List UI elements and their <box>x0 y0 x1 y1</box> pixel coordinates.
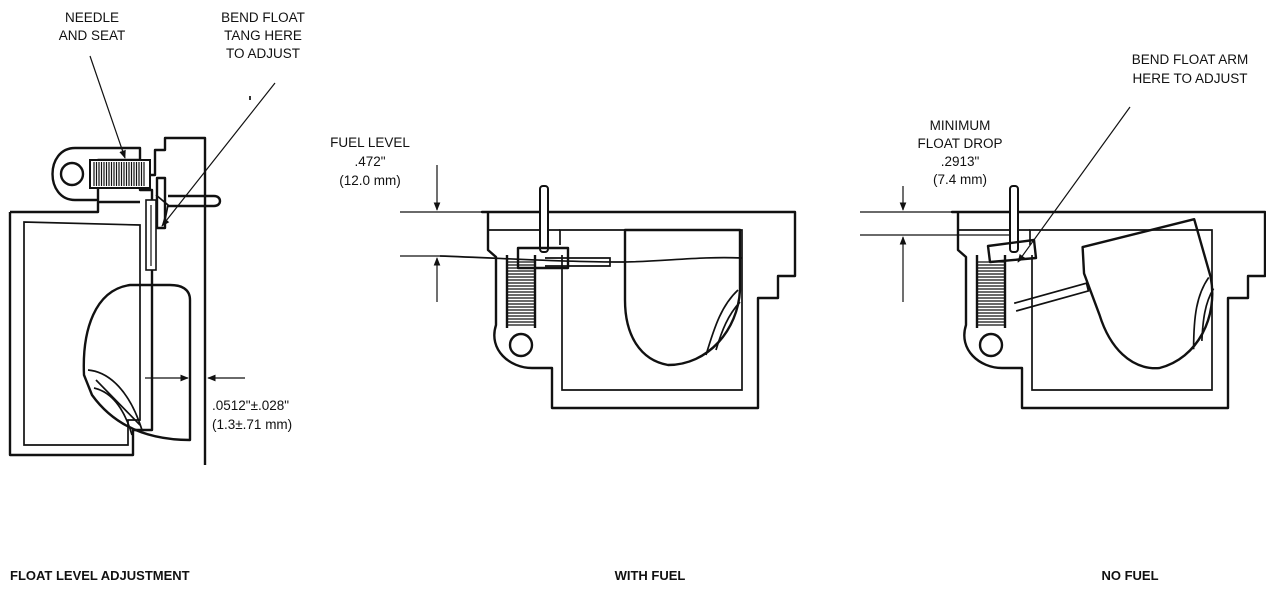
needle-label-line2: AND SEAT <box>59 28 126 43</box>
bowl-inner-wall <box>23 221 141 446</box>
needle-seat-icon <box>51 146 222 271</box>
bowl-flange <box>10 200 140 214</box>
tang-label-line1: BEND FLOAT <box>221 10 305 25</box>
float-icon <box>82 283 192 442</box>
float-icon <box>545 228 742 367</box>
panel-no-fuel: BEND FLOAT ARM HERE TO ADJUST MINIMUM FL… <box>860 52 1266 583</box>
fuel-level-label-line3: (12.0 mm) <box>339 173 401 188</box>
panel-float-level-adjustment: NEEDLE AND SEAT BEND FLOAT TANG HERE TO … <box>8 10 305 583</box>
needle-seat-icon <box>505 185 570 358</box>
needle-label-line1: NEEDLE <box>65 10 119 25</box>
needle-seat-icon <box>975 185 1038 358</box>
needle-leader <box>89 55 126 159</box>
gap-label-line1: .0512"±.028" <box>212 398 289 413</box>
drop-label-line1: MINIMUM <box>930 118 991 133</box>
tang-label-line2: TANG HERE <box>224 28 302 43</box>
bowl-inner-wall <box>1029 229 1213 391</box>
fuel-surface <box>439 255 743 263</box>
tang-leader <box>161 82 276 227</box>
arm-label-line1: BEND FLOAT ARM <box>1132 52 1249 67</box>
caption-no-fuel: NO FUEL <box>1101 568 1158 583</box>
bowl-inner-wall <box>559 229 743 391</box>
fuel-level-label-line2: .472" <box>354 154 385 169</box>
fuel-level-label-line1: FUEL LEVEL <box>330 135 410 150</box>
float-icon <box>1013 218 1215 370</box>
tang-label-line3: TO ADJUST <box>226 46 300 61</box>
arm-leader <box>1017 106 1131 263</box>
drop-label-line3: .2913" <box>941 154 980 169</box>
arm-label-line2: HERE TO ADJUST <box>1132 71 1247 86</box>
drop-label-line2: FLOAT DROP <box>917 136 1002 151</box>
gap-label-line2: (1.3±.71 mm) <box>212 417 292 432</box>
carburetor-bowl-icon <box>480 210 797 410</box>
caption-float-level-adjustment: FLOAT LEVEL ADJUSTMENT <box>10 568 190 583</box>
drop-label-line4: (7.4 mm) <box>933 172 987 187</box>
panel-with-fuel: FUEL LEVEL .472" (12.0 mm) WITH FUEL <box>330 135 797 583</box>
caption-with-fuel: WITH FUEL <box>615 568 686 583</box>
carburetor-bowl-icon <box>950 210 1266 410</box>
